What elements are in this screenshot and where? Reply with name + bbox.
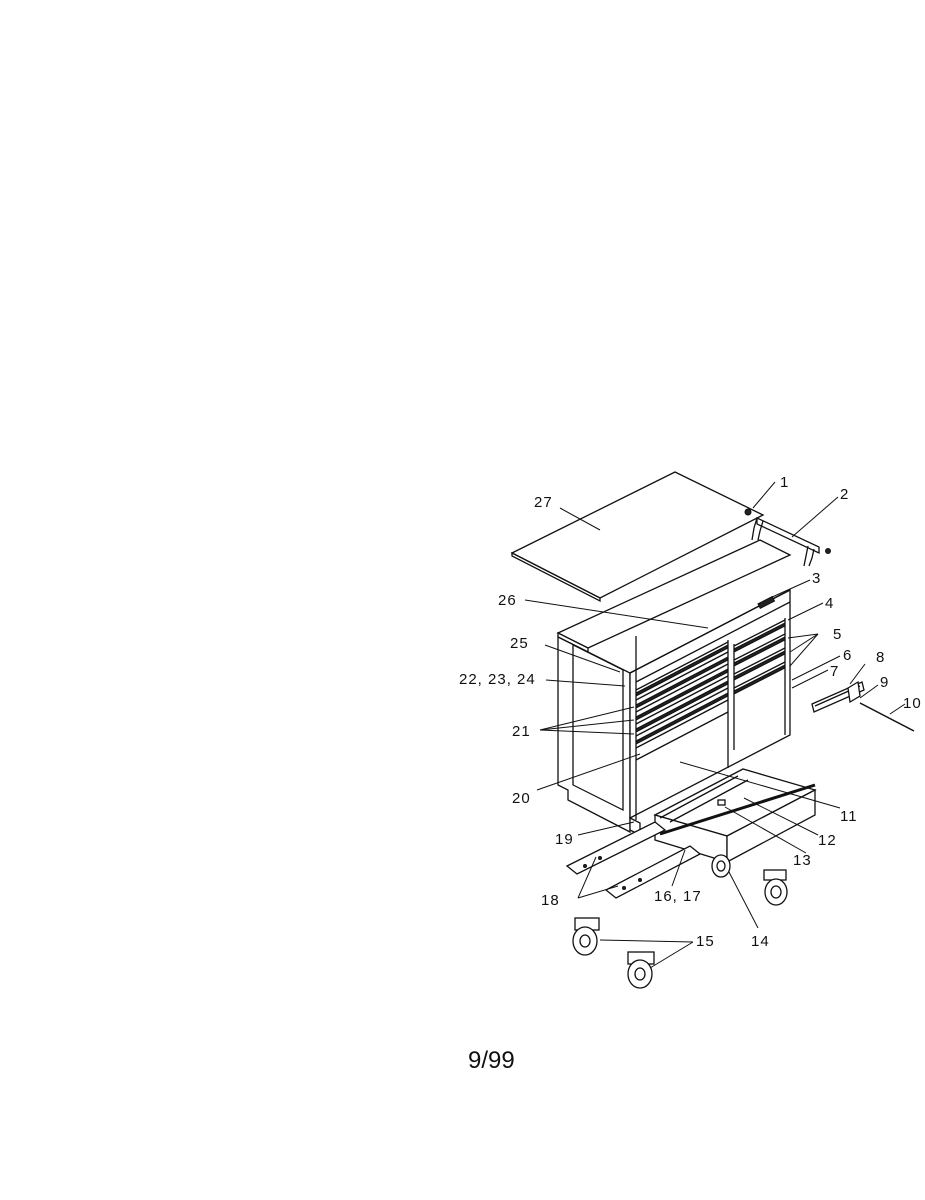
base-strips xyxy=(565,821,702,899)
page-number: 9/99 xyxy=(468,1047,515,1074)
callout-19: 19 xyxy=(555,831,574,848)
callout-21: 21 xyxy=(512,723,531,740)
caster-wheels xyxy=(572,854,788,989)
cabinet-body xyxy=(556,539,792,837)
callout-1: 1 xyxy=(780,474,789,491)
callout-20: 20 xyxy=(512,790,531,807)
callout-13: 13 xyxy=(793,852,812,869)
leader-lines xyxy=(524,481,906,969)
callout-7: 7 xyxy=(830,663,839,680)
side-handle xyxy=(744,508,831,567)
callout-labels: 27 1 2 3 26 4 5 25 6 8 7 22, 23, 24 9 10… xyxy=(459,474,922,950)
callout-3: 3 xyxy=(812,570,821,587)
callout-25: 25 xyxy=(510,635,529,652)
caster-14 xyxy=(711,854,731,878)
top-mat xyxy=(510,471,765,603)
callout-14: 14 xyxy=(751,933,770,950)
callout-11: 11 xyxy=(840,808,858,825)
callout-12: 12 xyxy=(818,832,837,849)
callout-22-23-24: 22, 23, 24 xyxy=(459,671,536,688)
callout-16-17: 16, 17 xyxy=(654,888,702,905)
drawer-slide xyxy=(811,680,865,713)
callout-15: 15 xyxy=(696,933,715,950)
callout-10: 10 xyxy=(903,695,922,712)
left-drawer-stack xyxy=(635,636,729,820)
callout-2: 2 xyxy=(840,486,849,503)
callout-18: 18 xyxy=(541,892,560,909)
caster-15b xyxy=(627,951,655,989)
callout-8: 8 xyxy=(876,649,885,666)
callout-9: 9 xyxy=(880,674,889,691)
caster-15a xyxy=(572,917,600,956)
callout-6: 6 xyxy=(843,647,852,664)
callout-26: 26 xyxy=(498,592,517,609)
right-drawer-stack xyxy=(733,618,786,750)
callout-27: 27 xyxy=(534,494,553,511)
callout-5: 5 xyxy=(833,626,842,643)
caster-rear-right xyxy=(763,869,788,906)
callout-4: 4 xyxy=(825,595,834,612)
